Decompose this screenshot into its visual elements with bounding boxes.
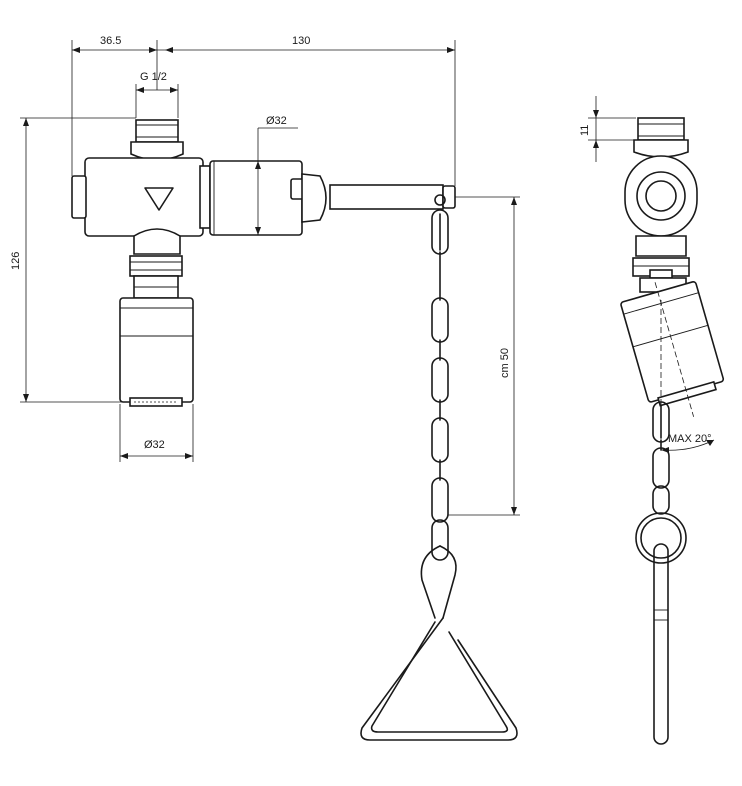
lever-arm: [329, 184, 456, 210]
dim-chain-length-label: cm 50: [499, 348, 511, 378]
dim-width-total-label: 130: [292, 35, 310, 47]
dim-diameter-head: Ø32: [119, 404, 194, 462]
shower-head: [119, 297, 194, 407]
dim-height: 126: [10, 117, 136, 403]
dim-diameter-handle-label: Ø32: [266, 115, 287, 127]
dim-width-left: 36.5: [71, 35, 158, 176]
dim-chain-length: cm 50: [448, 196, 520, 516]
side-inlet-nipple: [633, 117, 689, 158]
side-shower-head-tilted: [620, 281, 725, 430]
dim-diameter-handle: Ø32: [255, 115, 298, 235]
dim-tilt-angle-label: MAX 20°: [668, 433, 712, 445]
dim-width-left-label: 36.5: [100, 35, 121, 47]
dim-width-total: 130: [157, 35, 456, 186]
dim-thread-label: G 1/2: [140, 71, 167, 83]
dim-diameter-head-label: Ø32: [144, 439, 165, 451]
dim-side-offset: 11: [579, 96, 636, 162]
dim-tilt-angle: MAX 20°: [660, 433, 715, 453]
valve-body: [71, 157, 211, 237]
flow-direction-icon: [144, 187, 174, 211]
pull-chain: [431, 194, 449, 561]
handle-housing: [209, 160, 327, 236]
dim-thread: G 1/2: [135, 71, 179, 118]
side-view: 11 MAX 20°: [579, 96, 725, 745]
inlet-nipple: [130, 119, 184, 161]
dim-side-offset-label: 11: [579, 125, 591, 136]
side-pull-chain: [635, 401, 687, 745]
side-valve-body: [624, 155, 698, 293]
triangle-pull-handle[interactable]: [360, 545, 518, 741]
outlet-neck: [129, 228, 183, 299]
dim-height-label: 126: [10, 252, 22, 270]
front-view: 36.5 130 G 1/2 Ø32: [10, 35, 520, 741]
